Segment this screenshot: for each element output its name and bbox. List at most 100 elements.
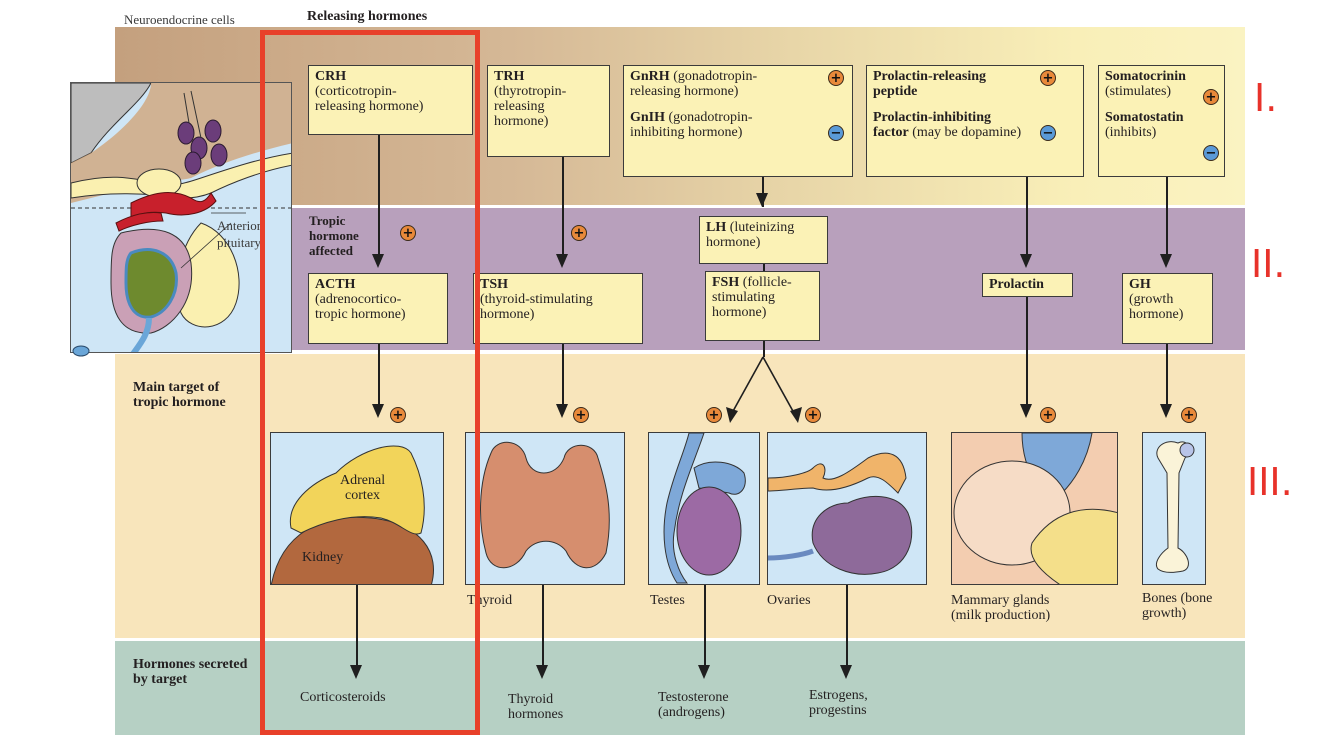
testes-label: Testes	[650, 593, 685, 608]
inhibit-minus-icon: −	[1040, 125, 1056, 141]
roman-numeral-1: I.	[1254, 76, 1278, 120]
somatocrinin-abbr: Somatocrinin	[1105, 69, 1186, 84]
arrow-to-lh	[756, 193, 768, 207]
connector-prolactin-factors	[1026, 177, 1028, 257]
arrow-to-gh	[1160, 254, 1172, 268]
trh-abbr: TRH	[494, 69, 525, 84]
crh-desc-line2: releasing hormone)	[315, 99, 424, 114]
testosterone-label: Testosterone (androgens)	[658, 690, 729, 720]
connector-prolactin-mammary	[1026, 297, 1028, 406]
arrow-to-tsh	[556, 254, 568, 268]
arrow-to-testosterone	[698, 665, 710, 679]
trh-desc-line3: hormone)	[494, 114, 549, 129]
arrow-to-acth	[372, 254, 384, 268]
thyroid-illustration	[465, 432, 625, 585]
prolactin-box: Prolactin	[982, 273, 1073, 297]
gh-abbr: GH	[1129, 277, 1151, 292]
kidney-label: Kidney	[302, 550, 344, 565]
prolactin-inhibiting-factor: factor	[873, 125, 909, 140]
connector-gh-factors	[1166, 177, 1168, 257]
stimulate-plus-icon: +	[400, 225, 416, 241]
acth-abbr: ACTH	[315, 277, 356, 292]
arrow-to-thyroid-hormones	[536, 665, 548, 679]
connector-tsh-thyroid	[562, 344, 564, 406]
gnrh-abbr: GnRH	[630, 69, 670, 84]
stimulate-plus-icon: +	[571, 225, 587, 241]
tsh-box: TSH (thyroid-stimulating hormone)	[473, 273, 643, 344]
mammary-label-line2: (milk production)	[951, 608, 1051, 623]
anterior-pituitary-label-line1: Anterior	[217, 218, 262, 233]
stimulate-plus-icon: +	[805, 407, 821, 423]
arrow-to-mammary	[1020, 404, 1032, 418]
connector-adrenal-corticosteroids	[356, 585, 358, 667]
thyroid-hormones-line2: hormones	[508, 707, 564, 722]
acth-box: ACTH (adrenocortico- tropic hormone)	[308, 273, 448, 344]
target-heading-line1: Main target of	[133, 380, 220, 395]
tropic-heading-line2: hormone	[309, 228, 359, 243]
fsh-desc-line1: (follicle-	[739, 275, 792, 290]
band-secreted-hormones	[115, 641, 1245, 735]
gnrh-gnih-box: GnRH (gonadotropin- releasing hormone) G…	[623, 65, 853, 177]
prolactin-releasing-abbr: Prolactin-releasing	[873, 69, 987, 84]
inhibit-minus-icon: −	[1203, 145, 1219, 161]
lh-box: LH (luteinizing hormone)	[699, 216, 828, 264]
testosterone-line1: Testosterone	[658, 690, 729, 705]
crh-abbr: CRH	[315, 69, 347, 84]
connector-gh-bones	[1166, 344, 1168, 406]
somatostatin-abbr: Somatostatin	[1105, 110, 1184, 125]
mammary-glands-label: Mammary glands (milk production)	[951, 593, 1050, 623]
gnih-desc-line2: inhibiting hormone)	[630, 125, 743, 140]
fsh-abbr: FSH	[712, 275, 740, 290]
gh-box: GH (growth hormone)	[1122, 273, 1213, 344]
gh-desc-line1: (growth	[1129, 292, 1174, 307]
tsh-desc-line1: (thyroid-stimulating	[480, 292, 593, 307]
mammary-label-line1: Mammary glands	[951, 593, 1050, 608]
secreted-heading-line2: by target	[133, 672, 188, 687]
stimulate-plus-icon: +	[573, 407, 589, 423]
ovaries-illustration	[767, 432, 927, 585]
releasing-hormones-heading: Releasing hormones	[307, 9, 428, 24]
crh-desc-line1: (corticotropin-	[315, 84, 397, 99]
connector-acth-adrenal	[378, 344, 380, 406]
connector-crh-acth-lower	[378, 205, 380, 257]
secreted-hormones-heading: Hormones secreted by target	[133, 657, 247, 687]
connector-testes-testosterone	[704, 585, 706, 667]
prolactin-releasing-desc: peptide	[873, 84, 918, 99]
arrow-to-corticosteroids	[350, 665, 362, 679]
tropic-hormone-heading: Tropic hormone affected	[309, 213, 359, 258]
thyroid-hormones-line1: Thyroid	[508, 692, 554, 707]
tsh-abbr: TSH	[480, 277, 509, 292]
fsh-desc-line3: hormone)	[712, 305, 767, 320]
ovaries-label: Ovaries	[767, 593, 811, 608]
gnrh-desc-line1: (gonadotropin-	[669, 69, 758, 84]
stimulate-plus-icon: +	[1040, 407, 1056, 423]
gnih-abbr: GnIH	[630, 110, 666, 125]
stimulate-plus-icon: +	[1203, 89, 1219, 105]
mammary-illustration	[951, 432, 1118, 585]
corticosteroids-label: Corticosteroids	[300, 690, 386, 705]
portal-vein-end	[70, 340, 92, 362]
inhibit-minus-icon: −	[828, 125, 844, 141]
arrow-to-thyroid	[556, 404, 568, 418]
connector-trh-tsh	[562, 157, 564, 257]
anterior-pituitary-label: Anterior pituitary	[217, 217, 261, 251]
stimulate-plus-icon: +	[1181, 407, 1197, 423]
somatostatin-desc: (inhibits)	[1105, 125, 1157, 140]
roman-numeral-2: II.	[1251, 242, 1286, 286]
connector-gnrh-lh	[762, 177, 764, 207]
prolactin-inhibiting-desc: (may be dopamine)	[908, 125, 1022, 140]
adrenal-cortex-label-line1: Adrenal	[340, 473, 386, 488]
connector-crh-acth	[378, 135, 380, 205]
trh-box: TRH (thyrotropin- releasing hormone)	[487, 65, 610, 157]
secreted-heading-line1: Hormones secreted	[133, 657, 248, 672]
estrogens-line1: Estrogens,	[809, 688, 868, 703]
acth-desc-line1: (adrenocortico-	[315, 292, 402, 307]
target-heading-line2: tropic hormone	[133, 395, 226, 410]
lh-abbr: LH	[706, 220, 727, 235]
trh-desc-line1: (thyrotropin-	[494, 84, 567, 99]
adrenal-kidney-illustration: Adrenal cortex Kidney	[270, 432, 444, 585]
lh-desc-line2: hormone)	[706, 235, 761, 250]
anterior-pituitary-label-line2: pituitary	[217, 235, 262, 250]
arrow-to-bones	[1160, 404, 1172, 418]
somatocrinin-somatostatin-box: Somatocrinin (stimulates) Somatostatin (…	[1098, 65, 1225, 177]
